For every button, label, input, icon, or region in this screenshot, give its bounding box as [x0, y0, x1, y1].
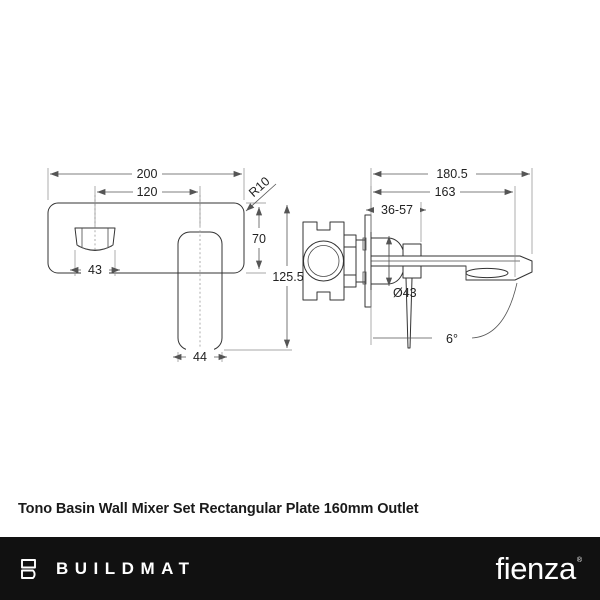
technical-drawing-svg: 200 120 43 44 — [47, 165, 533, 365]
dim-overall-height: 125.5 — [272, 270, 303, 284]
front-view-geometry — [47, 195, 245, 351]
side-view-dimensions: 180.5 163 36-57 Ø43 — [365, 165, 533, 346]
dim-plate-width: 200 — [137, 167, 158, 181]
dim-outlet-width: 43 — [88, 263, 102, 277]
buildmat-wordmark: BUILDMAT — [56, 558, 196, 578]
product-title: Tono Basin Wall Mixer Set Rectangular Pl… — [18, 500, 419, 517]
dim-handle-diameter: Ø43 — [393, 286, 417, 300]
spout-outlet-front — [74, 227, 116, 251]
dim-plate-height: 70 — [252, 232, 266, 246]
caption-bar: Tono Basin Wall Mixer Set Rectangular Pl… — [0, 480, 600, 537]
buildmat-b-logo-icon — [21, 558, 36, 579]
fienza-wordmark: fienza — [495, 551, 577, 586]
rectangular-wall-plate — [47, 202, 245, 274]
drawing-area: 200 120 43 44 — [47, 165, 533, 365]
side-view-geometry — [302, 214, 533, 349]
fienza-brand[interactable]: fienza ® — [496, 553, 600, 584]
footer-bar: BUILDMAT fienza ® — [0, 537, 600, 600]
fienza-registered-mark: ® — [576, 557, 582, 564]
cover-plate-edge — [362, 214, 372, 308]
dim-overall-projection: 180.5 — [436, 167, 467, 181]
dim-lever-width: 44 — [193, 350, 207, 364]
dim-spout-projection: 163 — [435, 185, 456, 199]
dim-wall-depth-range: 36-57 — [381, 203, 413, 217]
spout-arm-side — [370, 255, 533, 281]
dim-handle-center: 120 — [137, 185, 158, 199]
dim-spout-angle: 6° — [446, 332, 458, 346]
dim-corner-radius: R10 — [246, 174, 272, 200]
rough-in-body — [302, 221, 366, 301]
buildmat-brand[interactable]: BUILDMAT — [0, 557, 196, 581]
front-view-dimensions: 200 120 43 44 — [47, 165, 310, 365]
lever-stem-side — [405, 277, 413, 349]
